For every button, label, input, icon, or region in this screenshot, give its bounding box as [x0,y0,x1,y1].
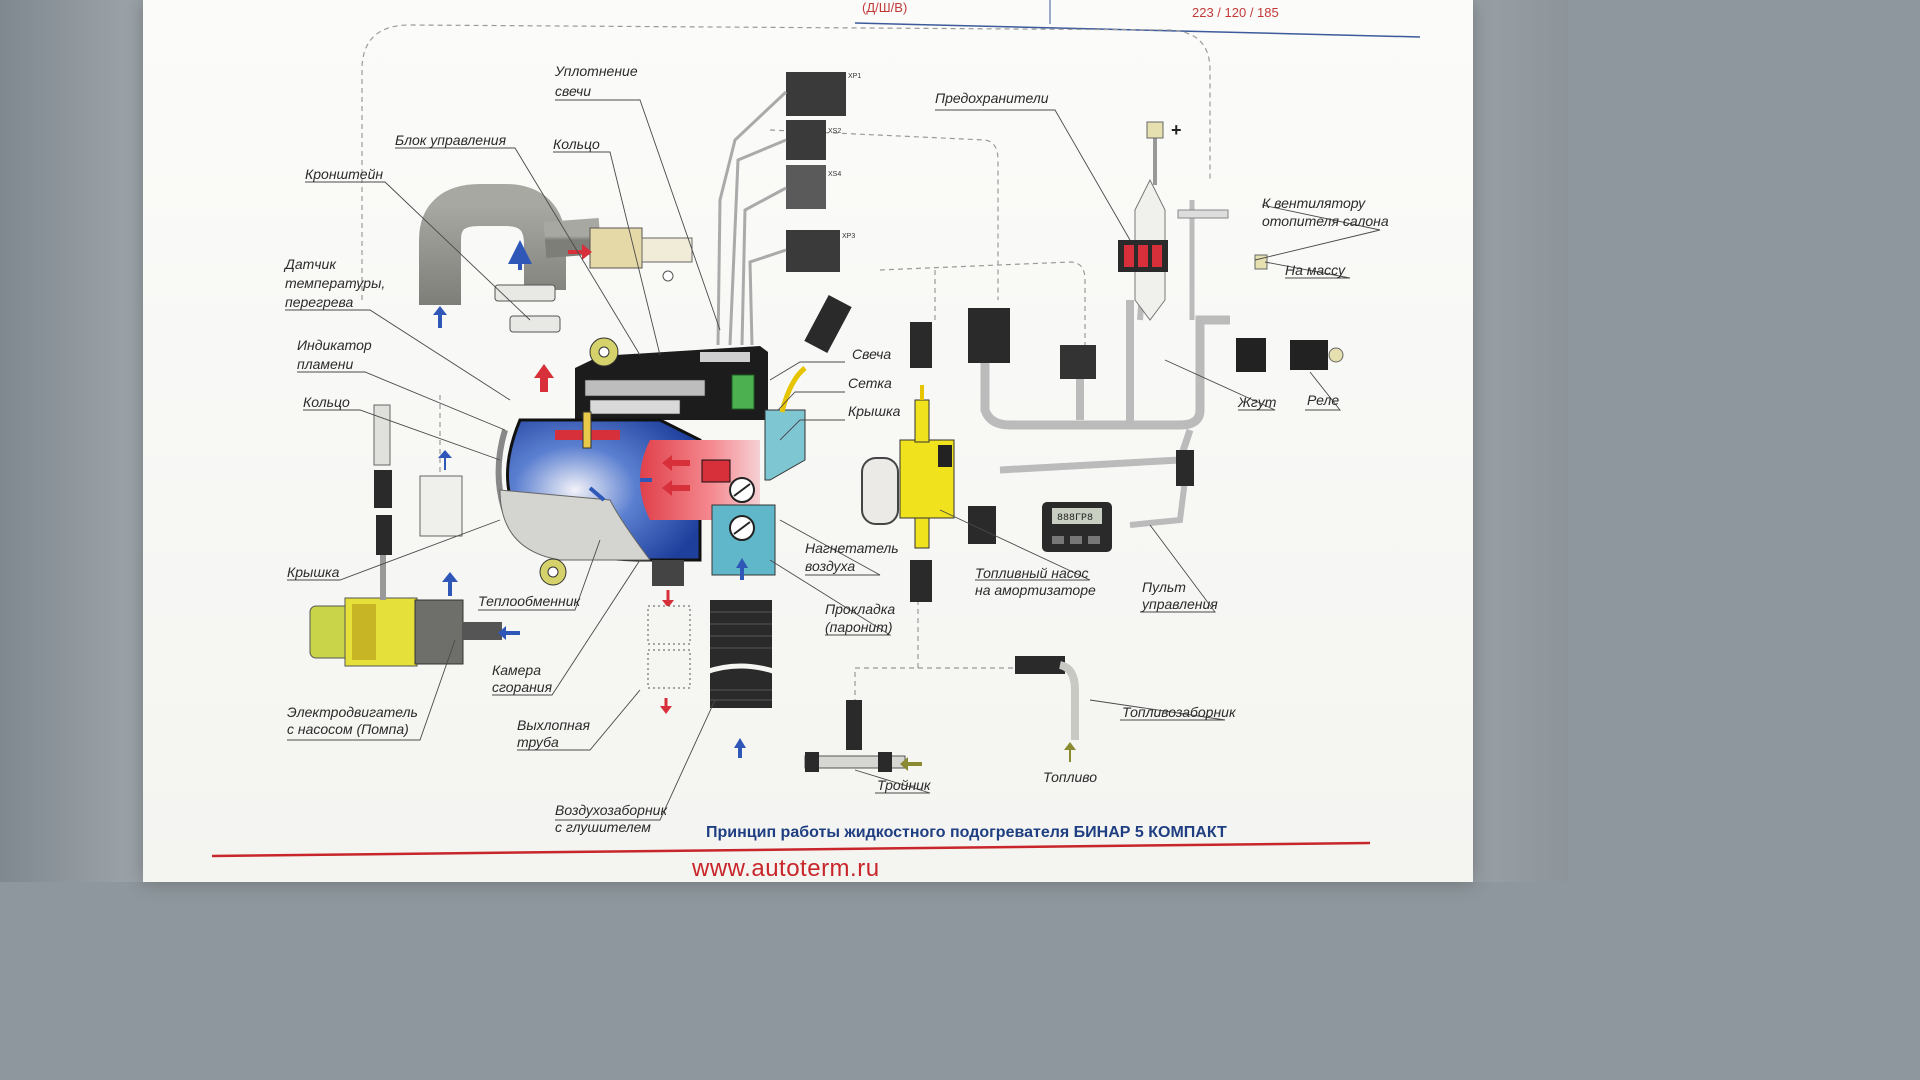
footer-caption: Принцип работы жидкостного подогревателя… [706,824,1227,841]
label-elektrodvigatel-2: с насосом (Помпа) [287,721,409,737]
label-uplotnenie-1: Уплотнение [554,63,638,79]
photo-background: (Д/Ш/В) 223 / 120 / 185 [0,0,1568,882]
left-connector [373,404,463,600]
label-nagnetatel-2: воздуха [805,558,855,574]
label-kryshka-right: Крышка [848,403,901,419]
label-nagnetatel-1: Нагнетатель [805,540,899,556]
wiring-harness: 888ГР8 [968,121,1344,552]
label-toplivo: Топливо [1043,769,1097,785]
label-kolco-left: Кольцо [303,394,350,410]
label-pult-2: управления [1141,596,1218,612]
label-datchik-1: Датчик [283,256,337,272]
header-dimensions: 223 / 120 / 185 [1192,5,1279,20]
exhaust-bellows [647,605,691,714]
panel-display: 888ГР8 [1057,513,1093,524]
label-vozduhozabornik-1: Воздухозаборник [555,802,668,818]
header-code: (Д/Ш/В) [862,0,907,15]
heater-diagram: (Д/Ш/В) 223 / 120 / 185 [211,0,1421,882]
label-na-massu: На массу [1285,262,1346,278]
label-uplotnenie-2: свечи [555,83,591,99]
label-setka: Сетка [848,375,892,391]
label-datchik-2: температуры, [285,275,385,291]
label-kamera-2: сгорания [492,679,553,695]
label-vozduhozabornik-2: с глушителем [555,819,651,835]
label-blok-upravleniya: Блок управления [395,132,507,148]
label-svecha: Свеча [852,346,891,362]
label-rele: Реле [1307,392,1339,408]
air-intake-pipe [419,184,693,333]
labels: Уплотнение свечи Блок управления Кольцо … [283,63,1389,835]
heater-body [495,337,807,608]
label-indikator-2: пламени [297,356,353,372]
connectors-group: XP1 XS2 XS4 XP3 [716,72,861,346]
label-datchik-3: перегрева [285,294,354,310]
connector-xs2: XS2 [828,128,841,135]
label-toplivozabornik: Топливозаборник [1122,704,1237,720]
label-prokladka-1: Прокладка [825,601,895,617]
header-strip: (Д/Ш/В) 223 / 120 / 185 [854,0,1421,38]
air-intake-silencer [705,600,777,758]
label-teploobmennik: Теплообменник [478,593,581,609]
label-pult-1: Пульт [1142,579,1186,595]
label-prokladka-2: (паронит) [825,619,893,635]
connector-xp1: XP1 [848,73,861,80]
label-toplivnyi-nasos-2: на амортизаторе [975,582,1096,598]
leader-lines [285,99,1381,821]
label-toplivnyi-nasos-1: Топливный насос [975,565,1089,581]
fuel-tee [804,656,1079,772]
label-predohraniteli: Предохранители [935,90,1049,106]
fuel-pump [804,294,955,602]
label-kronshtein: Кронштейн [305,166,383,182]
label-k-ventilyatoru-1: К вентилятору [1262,195,1366,211]
label-k-ventilyatoru-2: отопителя салона [1262,213,1389,229]
label-troinik: Тройник [877,777,932,793]
label-kolco-top: Кольцо [553,136,600,152]
label-vyhlopnaya-1: Выхлопная [517,717,591,733]
footer: Принцип работы жидкостного подогревателя… [211,824,1371,882]
label-kryshka-left: Крышка [287,564,340,580]
label-kamera-1: Камера [492,662,541,678]
pump-motor [309,572,520,667]
label-indikator-1: Индикатор [297,337,372,353]
footer-website: www.autoterm.ru [691,855,880,882]
connector-xs4: XS4 [828,171,841,178]
label-plus: + [1171,120,1182,140]
label-elektrodvigatel-1: Электродвигатель [287,704,418,720]
label-vyhlopnaya-2: труба [517,734,559,750]
label-zhgut: Жгут [1237,394,1277,410]
connector-xp3: XP3 [842,233,855,240]
